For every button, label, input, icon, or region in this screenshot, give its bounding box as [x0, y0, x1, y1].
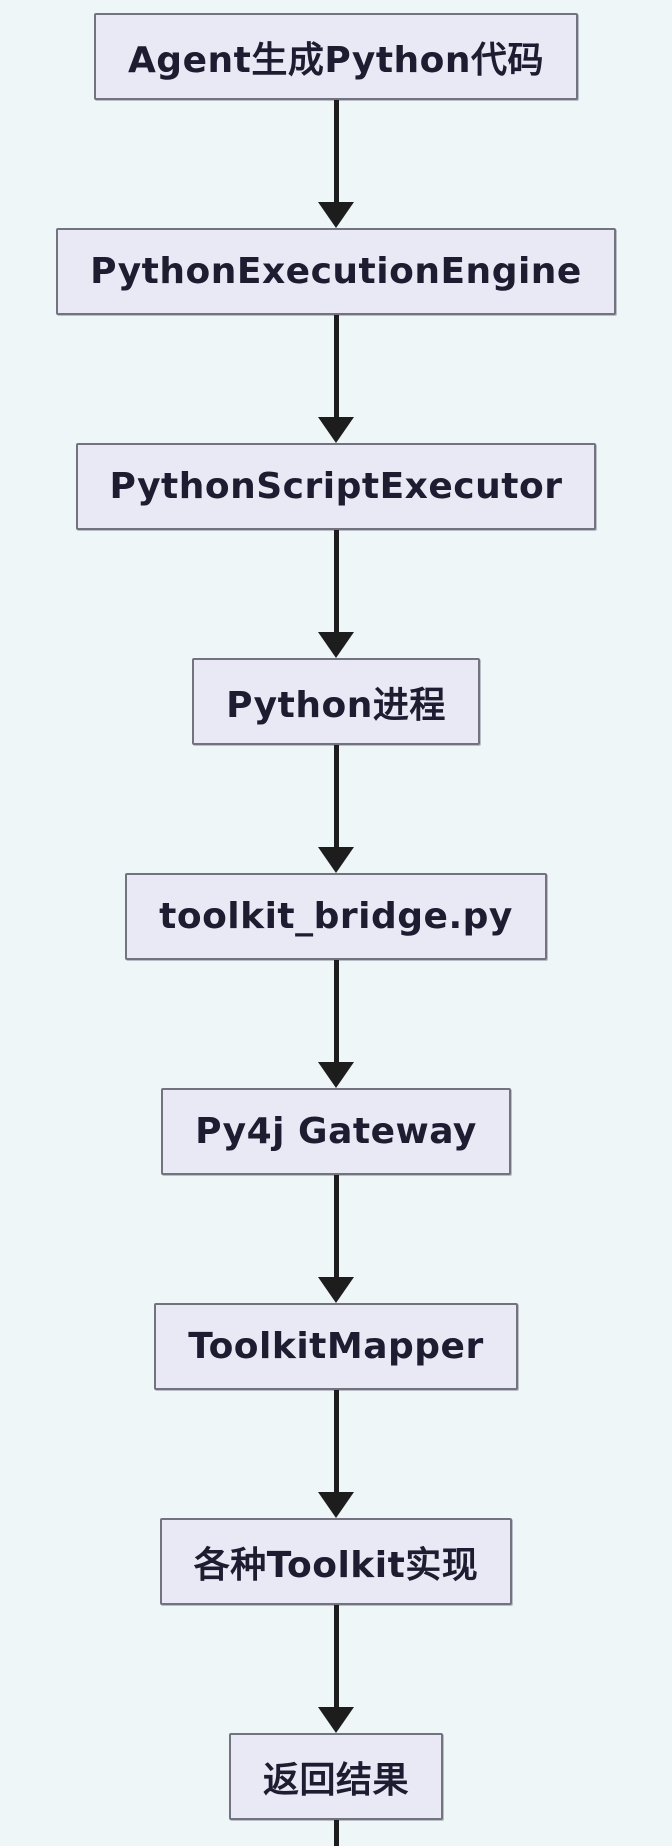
flow-node-label: PythonExecutionEngine — [90, 251, 582, 292]
flow-node-python-execution-engine: PythonExecutionEngine — [56, 228, 616, 315]
flow-node-label: 各种Toolkit实现 — [193, 1544, 479, 1586]
arrow-shaft — [333, 100, 339, 202]
arrow-down — [316, 745, 356, 873]
arrow-shaft — [333, 1605, 339, 1707]
arrowhead-down-icon — [318, 1277, 354, 1303]
arrowhead-down-icon — [318, 202, 354, 228]
flow-node-python-script-executor: PythonScriptExecutor — [75, 443, 597, 530]
flow-node-label: Agent生成Python代码 — [127, 39, 545, 81]
flow-node-return-result: 返回结果 — [228, 1733, 443, 1820]
arrow-shaft — [333, 1175, 339, 1277]
flow-node-various-toolkit-implementations: 各种Toolkit实现 — [159, 1518, 513, 1605]
arrow-shaft — [333, 745, 339, 847]
arrow-shaft — [333, 960, 339, 1062]
flow-node-label: ToolkitMapper — [188, 1326, 484, 1367]
arrow-down — [316, 100, 356, 228]
flow-node-toolkit-bridge-py: toolkit_bridge.py — [125, 873, 547, 960]
flow-node-toolkit-mapper: ToolkitMapper — [154, 1303, 518, 1390]
arrowhead-down-icon — [318, 1707, 354, 1733]
arrowhead-down-icon — [318, 417, 354, 443]
arrow-shaft — [333, 1390, 339, 1492]
arrow-down — [316, 960, 356, 1088]
flow-node-label: 返回结果 — [262, 1759, 409, 1801]
flow-node-py4j-gateway: Py4j Gateway — [161, 1088, 511, 1175]
flow-node-label: Py4j Gateway — [195, 1111, 477, 1152]
flow-node-label: toolkit_bridge.py — [159, 896, 513, 937]
arrow-down — [316, 315, 356, 443]
arrowhead-down-icon — [318, 847, 354, 873]
arrow-down — [316, 1175, 356, 1303]
arrow-shaft — [333, 315, 339, 417]
arrowhead-down-icon — [318, 632, 354, 658]
arrow-shaft — [333, 530, 339, 632]
arrow-down — [316, 1390, 356, 1518]
flow-node-label: Python进程 — [226, 684, 446, 726]
flow-node-label: PythonScriptExecutor — [109, 466, 563, 507]
flow-node-python-process: Python进程 — [192, 658, 480, 745]
arrow-down — [316, 530, 356, 658]
arrowhead-down-icon — [318, 1492, 354, 1518]
arrow-down — [316, 1605, 356, 1733]
flow-node-agent-generates-python-code: Agent生成Python代码 — [93, 13, 579, 100]
arrow-shaft-continuing-offscreen — [333, 1820, 339, 1846]
arrowhead-down-icon — [318, 1062, 354, 1088]
